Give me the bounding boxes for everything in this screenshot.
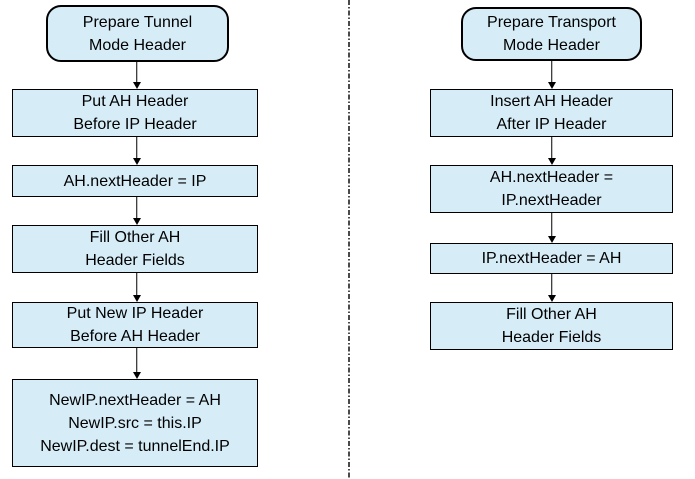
arrow-connector [132, 197, 141, 225]
node-prepare-tunnel-mode-header: Prepare Tunnel Mode Header [46, 5, 229, 62]
node-ah-nextheader-equals-ip: AH.nextHeader = IP [12, 165, 258, 197]
node-fill-other-ah-header-fields-tunnel: Fill Other AH Header Fields [12, 225, 258, 273]
node-newip-field-assignments: NewIP.nextHeader = AH NewIP.src = this.I… [12, 379, 258, 467]
node-put-new-ip-header-before-ah-header: Put New IP Header Before AH Header [12, 302, 258, 348]
arrow-connector [132, 62, 141, 89]
arrow-connector [547, 61, 556, 89]
arrow-connector [547, 137, 556, 165]
arrow-connector [132, 348, 141, 379]
node-ip-nextheader-equals-ah: IP.nextHeader = AH [430, 243, 673, 274]
node-fill-other-ah-header-fields-transport: Fill Other AH Header Fields [430, 302, 673, 350]
node-insert-ah-header-after-ip-header: Insert AH Header After IP Header [430, 89, 673, 137]
arrow-connector [547, 274, 556, 302]
section-divider-line [348, 0, 350, 479]
arrow-connector [132, 137, 141, 165]
node-prepare-transport-mode-header: Prepare Transport Mode Header [461, 7, 642, 61]
node-ah-nextheader-equals-ip-nextheader: AH.nextHeader = IP.nextHeader [430, 165, 673, 213]
arrow-connector [132, 273, 141, 302]
node-put-ah-header-before-ip-header: Put AH Header Before IP Header [12, 89, 258, 137]
arrow-connector [547, 213, 556, 243]
